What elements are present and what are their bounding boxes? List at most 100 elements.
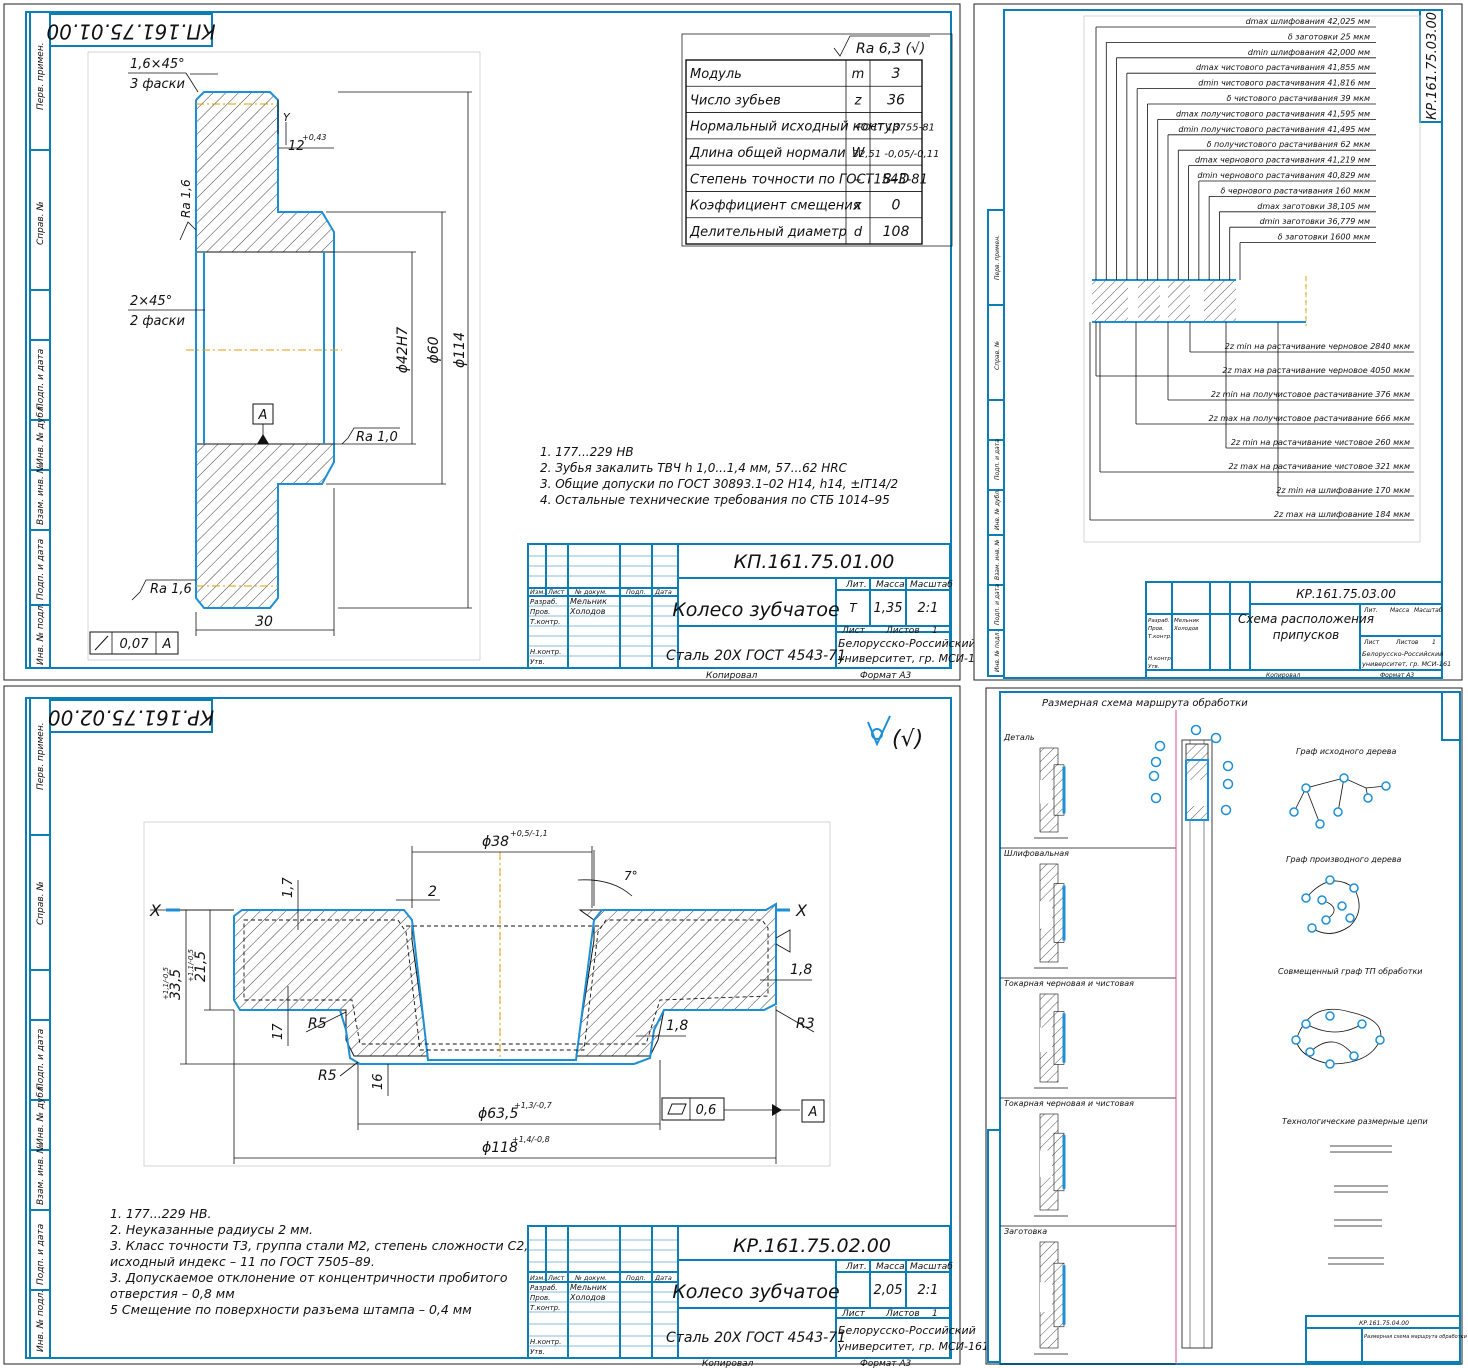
sheet-2-scale: 2:1 [918,1283,939,1298]
gear-param-name: Длина общей нормали [689,146,846,161]
tb-header: Подп. [626,1274,646,1282]
tb-developer: Мельник [570,597,607,606]
sheet-1-title-block: Изм. Лист № докум. Подп. Дата Разраб. Пр… [527,543,989,681]
datum-a-label: A [258,408,268,423]
dim-r3: R3 [796,1016,815,1032]
forging-section: X X [149,852,808,1065]
dim-d635-tol: +1,3/-0,7 [514,1101,553,1110]
sheet-3-allowance-scheme: Перв. примен. Справ. № Подп. и дата Инв.… [973,3,1463,681]
sheet-1-code: КП.161.75.01.00 [734,551,895,573]
axis-x-right: X [795,901,808,920]
gear-param-name: Число зубьев [690,93,781,108]
tb-sheets-label: Листов [1395,639,1419,646]
stamp-label: Взам. инв. № [36,1144,46,1205]
gear-param-symbol: x [853,199,862,214]
stamp-label: Подп. и дата [36,349,46,410]
sheet-1-mass: 1,35 [874,601,903,616]
stamp-label: Справ. № [994,341,1001,370]
allowance-bottom-label: 2z min на шлифование 170 мкм [1276,486,1410,495]
sheet-2-mass: 2,05 [874,1283,903,1298]
sheet-1-lit: Т [849,601,858,615]
gear-param-symbol: – [855,120,862,135]
tb-scale-label: Масштаб [910,580,953,590]
tb-role: Н.контр. [530,648,561,656]
sheet-2-mirror-code: КР.161.75.02.00 [48,706,214,730]
sheet-1-gear-drawing: Перв. примен. Справ. № Подп. и дата Инв.… [3,3,989,681]
sheet-2-title: Колесо зубчатое [672,1281,839,1303]
route-stage-label: Токарная черновая и чистовая [1004,979,1134,988]
allowance-label: dmin чистового растачивания 41,816 мм [1198,79,1370,88]
allowance-bottom-label: 2z max на растачивание черновое 4050 мкм [1222,366,1410,375]
sheet-2-dimensions: ϕ38 +0,5/-1,1 ϕ63,5 +1,3/-0,7 ϕ118 +1,4/… [162,829,825,1164]
dim-d114: ϕ114 [452,332,468,368]
tb-role: Н.контр. [530,1338,561,1346]
stamp-label: Инв. № дубл. [36,1083,46,1145]
tb-role: Разраб. [1148,618,1170,624]
tb-mass-label: Масса [876,580,905,590]
tb-sheets-value: 1 [932,626,938,636]
dim-r5a: R5 [308,1016,327,1032]
gear-param-name: Модуль [690,67,742,82]
stamp-label: Подп. и дата [36,1029,46,1090]
stamp-label: Справ. № [36,881,46,925]
tb-format: Формат А3 [860,671,912,681]
tb-developer: Мельник [1174,618,1200,624]
tb-sheets-label: Листов [885,626,920,636]
tb-sheets-label: Листов [885,1309,920,1319]
sheet-2-note: отверстия – 0,8 мм [110,1286,235,1301]
tb-format: Формат А3 [1380,672,1414,679]
tb-role: Утв. [530,658,545,666]
graph-source-tree [1289,773,1391,829]
sheet-2-roughness: (√) [892,727,923,752]
route-stage-label: Шлифовальная [1004,849,1069,858]
stamp-label: Инв. № подл. [36,1290,46,1352]
gear-param-value: 108 [883,224,910,240]
tb-copied: Копировал [1266,672,1300,679]
chamfer-1: 1,6×45° [130,57,185,72]
gear-param-symbol: m [852,67,865,82]
tb-org-2: университет, гр. МСИ-161 [837,1340,989,1353]
stamp-label: Подп. и дата [994,439,1001,480]
tb-role: Пров. [530,1294,550,1302]
dim-v18b: 1,8 [666,1018,688,1034]
sheet-2-note: 3. Допускаемое отклонение от концентричн… [110,1270,508,1285]
dim-h215: 21,5 [193,951,209,982]
sheet-2-note: 1. 177...229 НВ. [110,1206,211,1221]
dim-v17b: 17 [271,1023,286,1040]
gear-section [186,91,342,609]
allowance-bottom-label: 2z max на получистовое растачивание 666 … [1209,414,1411,423]
tb-role: Т.контр. [1148,634,1172,640]
flatness-value: 0,6 [696,1103,717,1118]
gear-param-name: Коэффициент смещения [690,199,861,214]
mirror-code: КП.161.75.01.00 [46,20,215,44]
tb-header: № докум. [574,1274,607,1282]
allowance-bottom-label: 2z max на шлифование 184 мкм [1274,510,1410,519]
note-4: 4. Остальные технические требования по С… [540,493,890,507]
sheet-4-title: Размерная схема маршрута обработки [1042,697,1248,709]
tb-copied: Копировал [706,671,758,681]
tb-developer: Мельник [570,1283,607,1292]
allowance-label: dmin чернового растачивания 40,829 мм [1197,171,1370,180]
tb-role: Разраб. [530,1284,558,1292]
stamp-label: Инв. № дубл. [994,489,1001,530]
tb-scale-label: Масштаб [910,1262,953,1272]
sheet-3-code: КР.161.75.03.00 [1296,587,1396,601]
dim-d118: ϕ118 [482,1140,518,1156]
dim-v16: 16 [371,1073,386,1090]
dim-d635: ϕ63,5 [478,1106,519,1122]
stamp-label: Перв. примен. [994,235,1001,280]
route-stage-label: Деталь [1003,733,1035,742]
tb-header: Лист [547,588,565,596]
allowance-label: dmax чернового растачивания 41,219 мм [1195,156,1370,165]
dim-v17a: 1,7 [281,877,296,898]
gear-param-symbol: d [854,225,863,240]
dim-h335: 33,5 [168,969,184,1000]
tb-org-1: Белорусско-Российский [838,1324,976,1337]
axis-x-left: X [149,901,162,920]
route-stage-label: Токарная черновая и чистовая [1004,1099,1134,1108]
dim-d118-tol: +1,4/-0,8 [512,1135,550,1144]
sheet-2-note: 3. Класс точности Т3, группа стали М2, с… [110,1238,528,1253]
tb-header: № докум. [574,588,607,596]
